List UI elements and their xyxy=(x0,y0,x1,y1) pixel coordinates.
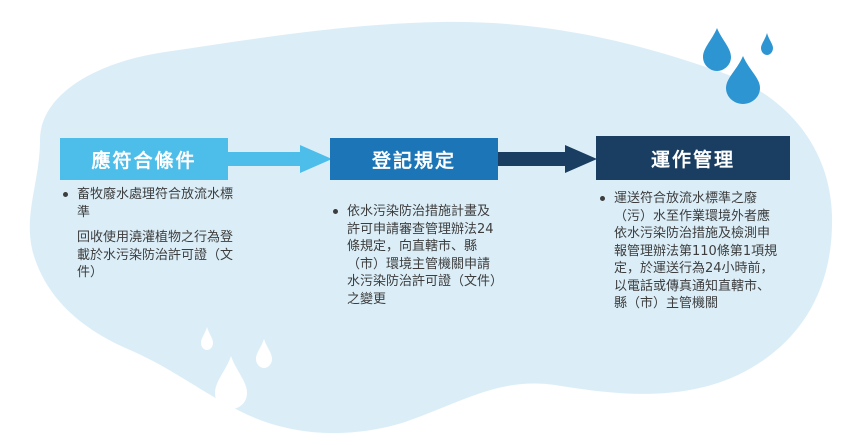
bullet-item: 依水污染防治措施計畫及許可申請審查管理辦法24條規定，向直轄市、縣（市）環境主管… xyxy=(333,203,499,308)
step-description-registration: 依水污染防治措施計畫及許可申請審查管理辦法24條規定，向直轄市、縣（市）環境主管… xyxy=(333,203,499,308)
step-title-conditions: 應符合條件 xyxy=(91,149,197,172)
bullet-item: 畜牧廢水處理符合放流水標準 xyxy=(63,186,243,221)
background-blob-shape xyxy=(29,21,833,434)
step-title-operation: 運作管理 xyxy=(650,148,735,171)
sub-note-text: 回收使用澆灌植物之行為登載於水污染防治許可證（文件） xyxy=(77,230,234,280)
step-box-registration: 登記規定 xyxy=(330,138,498,180)
step-title-registration: 登記規定 xyxy=(371,149,456,172)
step-box-conditions: 應符合條件 xyxy=(60,138,228,180)
step-box-operation: 運作管理 xyxy=(596,136,790,180)
bullet-dot-icon xyxy=(333,209,338,214)
bullet-text: 依水污染防治措施計畫及許可申請審查管理辦法24條規定，向直轄市、縣（市）環境主管… xyxy=(347,204,497,307)
bullet-dot-icon xyxy=(600,196,605,201)
step-description-operation: 運送符合放流水標準之廢（污）水至作業環境外者應依水污染防治措施及檢測申報管理辦法… xyxy=(600,190,780,313)
bullet-text: 運送符合放流水標準之廢（污）水至作業環境外者應依水污染防治措施及檢測申報管理辦法… xyxy=(614,191,778,311)
bullet-item: 運送符合放流水標準之廢（污）水至作業環境外者應依水污染防治措施及檢測申報管理辦法… xyxy=(600,190,780,313)
step-description-conditions: 畜牧廢水處理符合放流水標準 回收使用澆灌植物之行為登載於水污染防治許可證（文件） xyxy=(63,186,243,282)
bullet-dot-icon xyxy=(63,192,68,197)
bullet-text: 畜牧廢水處理符合放流水標準 xyxy=(77,187,234,220)
